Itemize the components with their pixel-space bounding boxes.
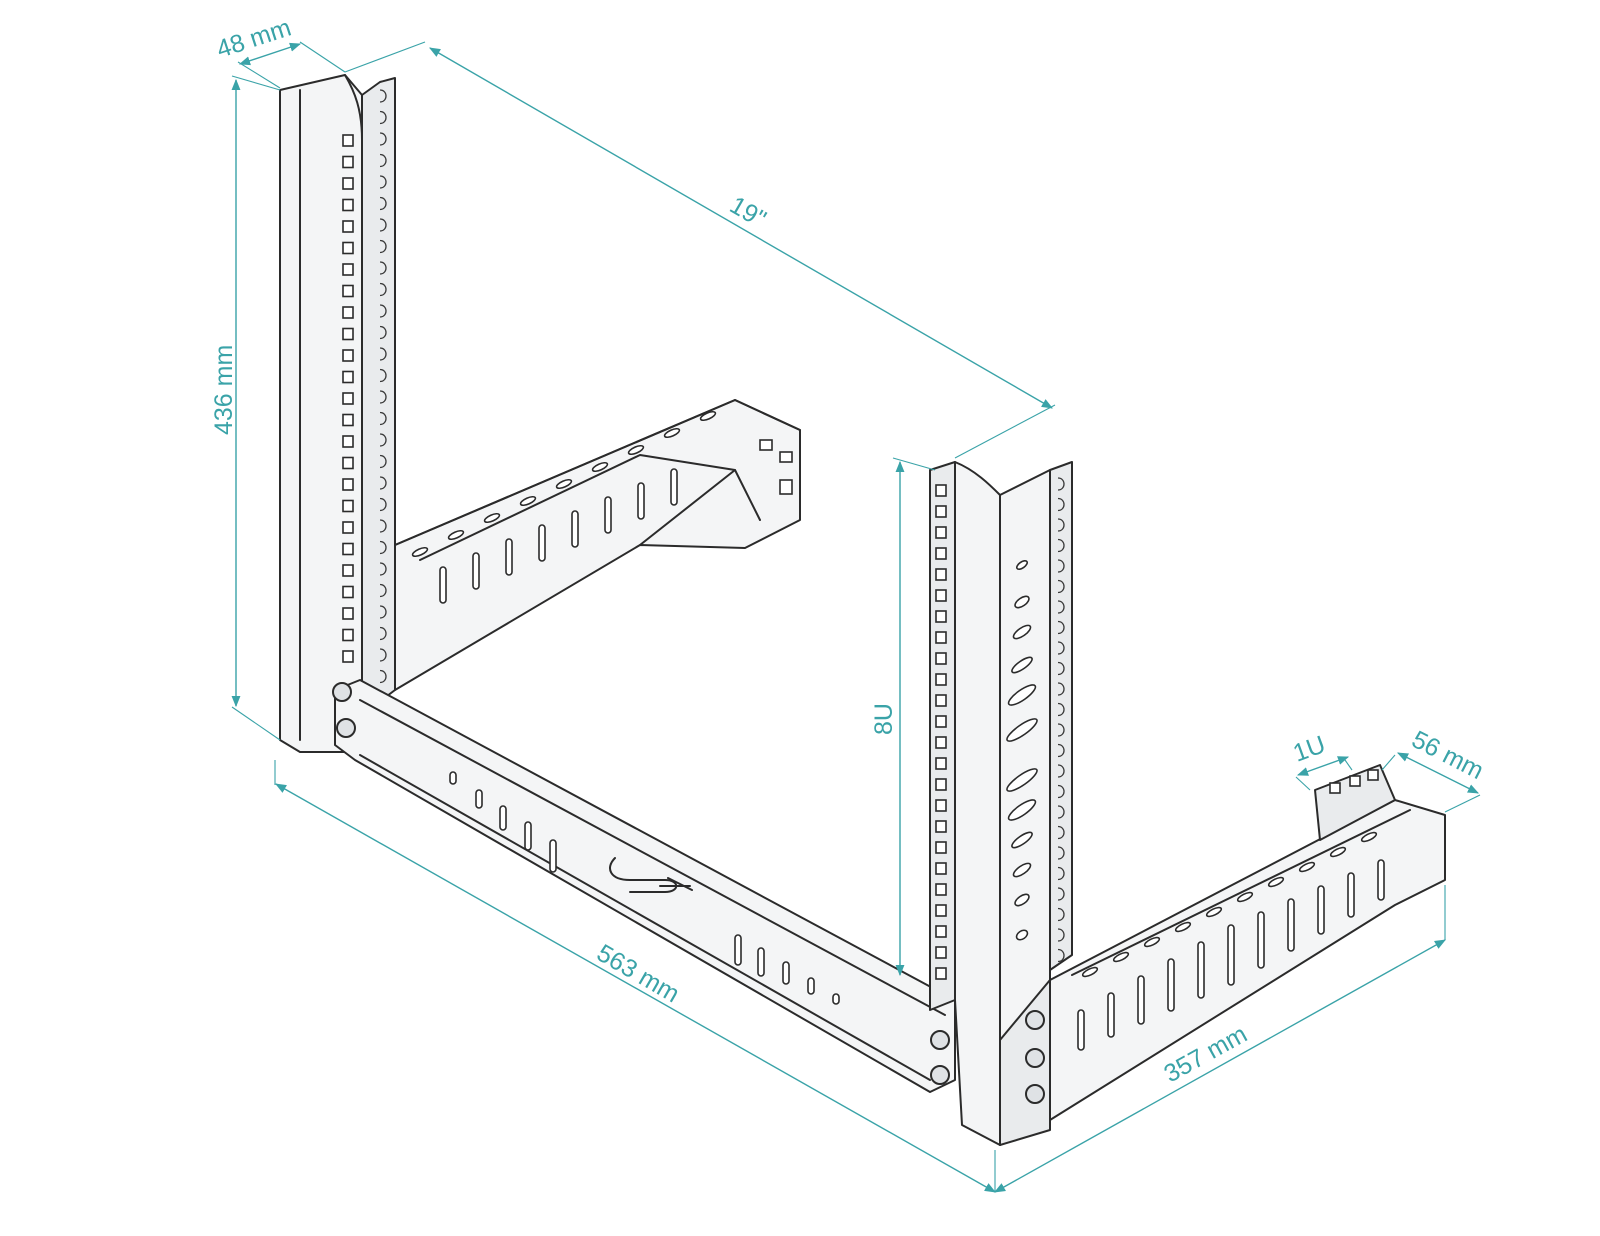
left-post-square-holes	[342, 134, 354, 663]
bolt-icon	[1025, 1048, 1045, 1068]
bolt-icon	[930, 1030, 950, 1050]
bolt-icon	[930, 1065, 950, 1085]
right-post-oval-slots	[1006, 559, 1038, 941]
dim-label-post-width: 48 mm	[213, 13, 294, 63]
bolt-icon	[336, 718, 356, 738]
bolt-icon	[1025, 1010, 1045, 1030]
bolt-icon	[332, 682, 352, 702]
rear-top-bracket	[394, 399, 801, 691]
front-bottom-bar	[332, 679, 956, 1093]
dim-label-front-length: 563 mm	[592, 939, 684, 1008]
dim-label-unit: 1U	[1289, 730, 1329, 767]
rack-frame	[279, 74, 1446, 1146]
left-post	[279, 74, 396, 753]
dim-label-rack-width: 19"	[725, 191, 771, 234]
rear-bracket-slots	[411, 410, 717, 604]
dim-label-height: 436 mm	[210, 345, 238, 435]
dimension-lines	[231, 41, 1481, 1193]
bolt-icon	[1025, 1084, 1045, 1104]
left-post-mounting-teeth	[379, 89, 387, 684]
dim-label-depth-right: 56 mm	[1407, 725, 1488, 785]
dim-label-usable-height: 8U	[870, 703, 898, 735]
